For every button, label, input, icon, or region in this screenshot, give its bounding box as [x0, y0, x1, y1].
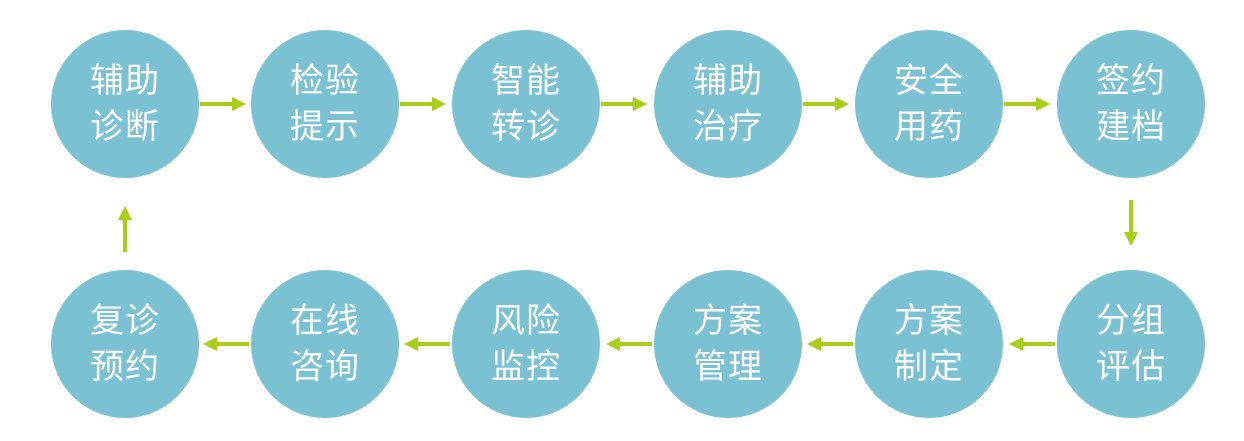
node-label-line2: 预约 [90, 347, 160, 387]
arrow-left-icon [203, 336, 249, 352]
node-label-line1: 辅助 [90, 61, 160, 101]
node-group-assessment: 分组 评估 [1057, 270, 1205, 418]
arrow-left-icon [606, 336, 652, 352]
node-contract-filing: 签约 建档 [1057, 30, 1205, 178]
node-label-line2: 评估 [1096, 347, 1166, 387]
node-label-line1: 辅助 [693, 61, 763, 101]
node-plan-formulation: 方案 制定 [855, 270, 1003, 418]
node-label-line1: 分组 [1096, 301, 1166, 341]
node-label-line1: 检验 [290, 61, 360, 101]
node-auxiliary-diagnosis: 辅助 诊断 [51, 30, 199, 178]
node-auxiliary-treatment: 辅助 治疗 [654, 30, 802, 178]
arrow-right-icon [200, 96, 246, 112]
node-label-line1: 安全 [894, 61, 964, 101]
arrow-down-icon [1123, 200, 1139, 246]
node-label-line2: 监控 [491, 347, 561, 387]
node-label-line2: 建档 [1096, 107, 1166, 147]
node-label-line1: 方案 [894, 301, 964, 341]
arrow-up-icon [117, 206, 133, 252]
arrow-left-icon [1009, 336, 1055, 352]
arrow-left-icon [807, 336, 853, 352]
arrow-left-icon [404, 336, 450, 352]
node-label-line2: 用药 [894, 107, 964, 147]
arrow-right-icon [1004, 96, 1050, 112]
node-label-line1: 复诊 [90, 301, 160, 341]
node-label-line1: 风险 [491, 301, 561, 341]
node-label-line1: 方案 [693, 301, 763, 341]
node-label-line1: 签约 [1096, 61, 1166, 101]
node-smart-referral: 智能 转诊 [452, 30, 600, 178]
node-safe-medication: 安全 用药 [855, 30, 1003, 178]
node-risk-monitoring: 风险 监控 [452, 270, 600, 418]
node-test-hint: 检验 提示 [251, 30, 399, 178]
node-label-line2: 诊断 [90, 107, 160, 147]
node-plan-management: 方案 管理 [654, 270, 802, 418]
node-label-line2: 咨询 [290, 347, 360, 387]
arrow-right-icon [400, 96, 446, 112]
node-label-line2: 转诊 [491, 107, 561, 147]
node-online-consultation: 在线 咨询 [251, 270, 399, 418]
arrow-right-icon [803, 96, 849, 112]
node-label-line1: 在线 [290, 301, 360, 341]
node-label-line1: 智能 [491, 61, 561, 101]
node-label-line2: 提示 [290, 107, 360, 147]
node-follow-up-appointment: 复诊 预约 [51, 270, 199, 418]
node-label-line2: 制定 [894, 347, 964, 387]
arrow-right-icon [601, 96, 647, 112]
node-label-line2: 管理 [693, 347, 763, 387]
node-label-line2: 治疗 [693, 107, 763, 147]
